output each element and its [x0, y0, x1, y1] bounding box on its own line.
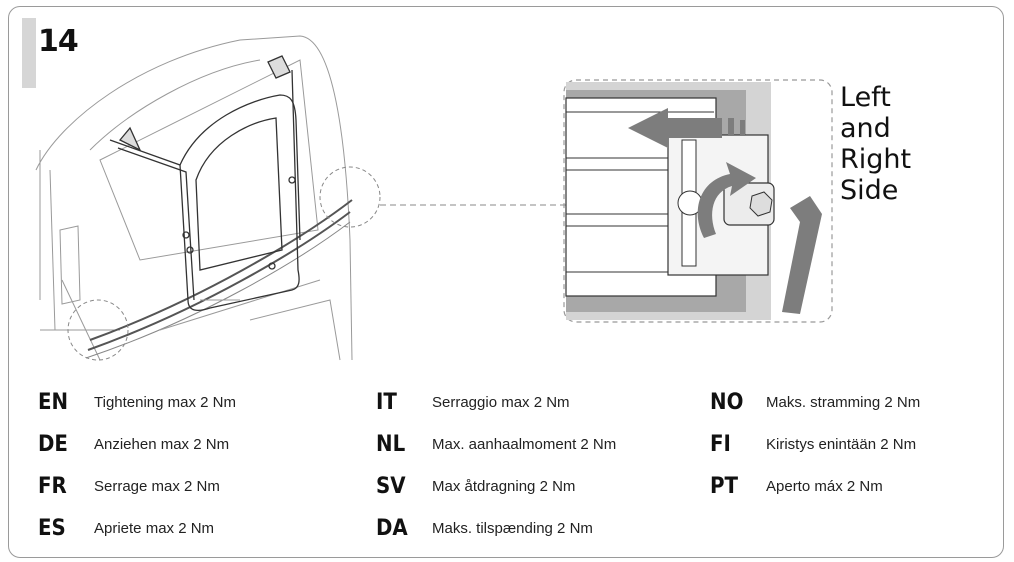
language-code: DE [38, 432, 68, 457]
language-code: ES [38, 516, 66, 541]
language-code: NO [710, 390, 744, 415]
instruction-text: Maks. stramming 2 Nm [766, 394, 921, 411]
instruction-text: Kiristys enintään 2 Nm [766, 436, 917, 453]
mounting-detail [563, 79, 833, 323]
instruction-text: Max åtdragning 2 Nm [432, 478, 576, 495]
instruction-text: Aperto máx 2 Nm [766, 478, 883, 495]
side-callout: Left and Right Side [840, 82, 911, 206]
instruction-text: Max. aanhaalmoment 2 Nm [432, 436, 617, 453]
bike-carrier-frame [109, 55, 301, 312]
hex-key-icon [782, 196, 822, 314]
instruction-text: Tightening max 2 Nm [94, 394, 237, 411]
language-code: EN [38, 390, 69, 415]
van-rear-illustration [35, 35, 353, 361]
instruction-text: Serraggio max 2 Nm [432, 394, 570, 411]
instruction-panel [8, 6, 1004, 558]
instruction-text: Maks. tilspænding 2 Nm [432, 520, 593, 537]
language-code: PT [710, 474, 739, 499]
language-code: FI [710, 432, 731, 457]
instruction-text: Anziehen max 2 Nm [94, 436, 230, 453]
callout-line: Right [840, 144, 912, 175]
callout-line: Side [840, 175, 899, 206]
step-number: 14 [38, 24, 79, 59]
instruction-text: Serrage max 2 Nm [94, 478, 220, 495]
callout-line: and [840, 113, 891, 144]
callout-line: Left [840, 82, 891, 113]
language-code: FR [38, 474, 67, 499]
language-code: IT [376, 390, 397, 415]
direction-arrow-icon [628, 108, 745, 148]
step-marker [22, 18, 36, 88]
instruction-text: Apriete max 2 Nm [94, 520, 215, 537]
rotation-arrow-icon [697, 162, 756, 238]
detail-circle-left [67, 299, 129, 361]
language-code: DA [376, 516, 408, 541]
language-code: SV [376, 474, 406, 499]
language-code: NL [376, 432, 406, 457]
detail-circle-right [319, 166, 381, 228]
